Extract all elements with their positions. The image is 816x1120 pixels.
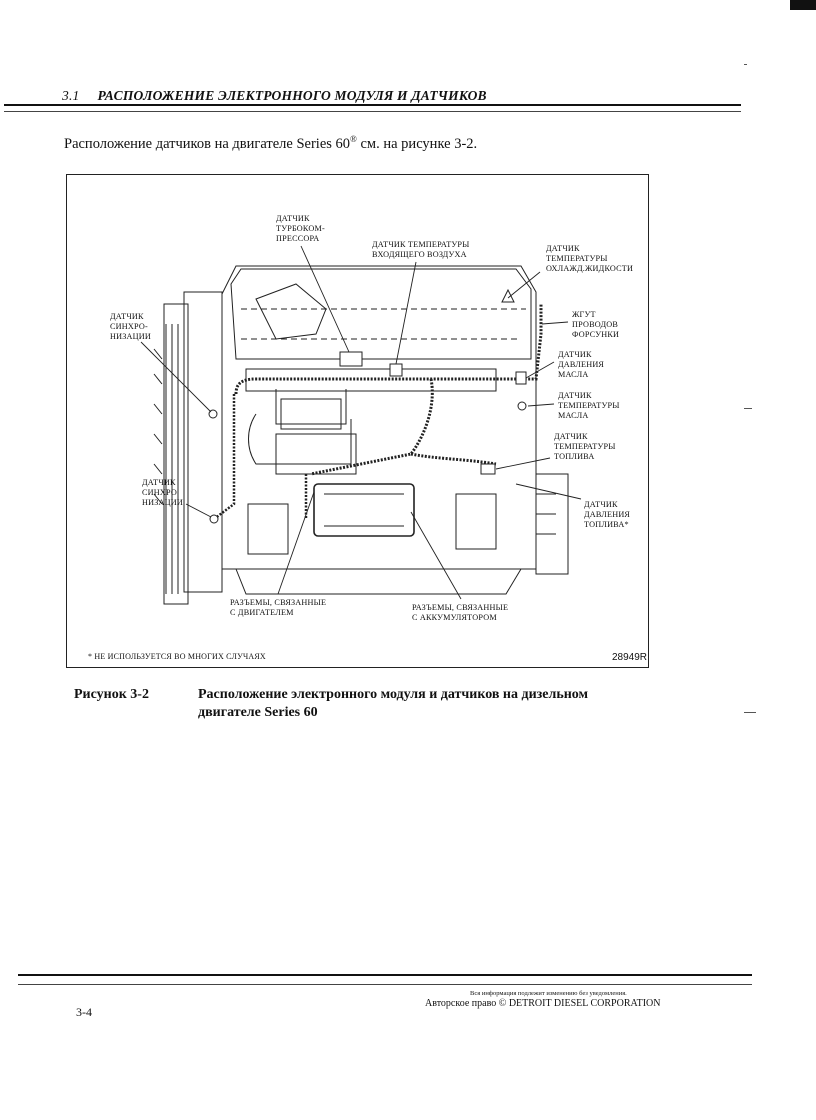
figure-id: 28949R [612, 652, 648, 663]
intro-paragraph: Расположение датчиков на двигателе Serie… [64, 134, 477, 153]
caption-label: Рисунок 3-2 [74, 687, 149, 702]
label-injector-harness: ЖГУТ ПРОВОДОВ ФОРСУНКИ [572, 310, 619, 340]
turbo-sensor-mark [339, 351, 363, 367]
label-line: ПРОВОДОВ [572, 320, 619, 329]
label-coolant-temp-sensor: ДАТЧИК ТЕМПЕРАТУРЫ ОХЛАЖД.ЖИДКОСТИ [546, 244, 633, 274]
scan-corner-mark [790, 0, 816, 10]
label-intake-temp-sensor: ДАТЧИК ТЕМПЕРАТУРЫ ВХОДЯЩЕГО ВОЗДУХА [372, 240, 470, 260]
footer-rule [18, 974, 752, 976]
leader-coolant [507, 271, 541, 299]
sync-sensor-mark-bottom [209, 514, 219, 524]
label-line: ДАТЧИК [558, 391, 592, 400]
label-line: ОХЛАЖД.ЖИДКОСТИ [546, 264, 634, 273]
section-number: 3.1 [62, 88, 80, 103]
footer-rule-thin [18, 984, 752, 985]
page-number: 3-4 [76, 1005, 92, 1019]
fuel-temp-sensor-mark [480, 463, 496, 475]
label-line: ЖГУТ [572, 310, 596, 319]
intro-text: Расположение датчиков на двигателе Serie… [64, 135, 351, 152]
leader-battery-connectors [410, 511, 462, 600]
label-line: ТЕМПЕРАТУРЫ [554, 442, 616, 451]
registered-mark: ® [350, 134, 357, 144]
coolant-temp-sensor-mark [501, 288, 515, 303]
leader-oil-pressure [525, 361, 555, 379]
flywheel-plate [163, 303, 189, 605]
label-line: С ДВИГАТЕЛЕМ [230, 608, 294, 617]
leader-sync-bottom [185, 503, 212, 518]
label-line: МАСЛА [558, 411, 589, 420]
label-oil-pressure-sensor: ДАТЧИК ДАВЛЕНИЯ МАСЛА [558, 350, 604, 380]
leader-intake [395, 261, 417, 365]
leader-turbo [300, 245, 350, 353]
valve-cover [230, 268, 532, 360]
oil-pressure-sensor-mark [515, 371, 527, 385]
label-line: МАСЛА [558, 370, 589, 379]
section-title: 3.1 РАСПОЛОЖЕНИЕ ЭЛЕКТРОННОГО МОДУЛЯ И ДА… [62, 88, 487, 104]
intro-text-tail: см. на рисунке 3-2. [356, 135, 478, 152]
label-line: НИЗАЦИИ [110, 332, 151, 341]
margin-mark [744, 64, 747, 65]
label-fuel-pressure-sensor: ДАТЧИК ДАВЛЕНИЯ ТОПЛИВА* [584, 500, 630, 530]
ecm-module [313, 483, 415, 537]
section-title-text: РАСПОЛОЖЕНИЕ ЭЛЕКТРОННОГО МОДУЛЯ И ДАТЧИ… [97, 88, 487, 103]
label-line: ТЕМПЕРАТУРЫ [546, 254, 608, 263]
wiring-harness [234, 304, 543, 395]
label-line: ПРЕССОРА [276, 234, 320, 243]
label-line: ДАТЧИК [584, 500, 618, 509]
label-line: СИНХРО [142, 488, 177, 497]
label-line: ДАТЧИК ТЕМПЕРАТУРЫ [372, 240, 470, 249]
label-battery-connectors: РАЗЪЕМЫ, СВЯЗАННЫЕ С АККУМУЛЯТОРОМ [412, 603, 508, 623]
label-line: РАЗЪЕМЫ, СВЯЗАННЫЕ [412, 603, 509, 612]
header-rule [4, 104, 741, 106]
leader-harness [541, 321, 569, 325]
oil-pan [235, 568, 522, 595]
label-line: ДАТЧИК [558, 350, 592, 359]
label-line: ДАВЛЕНИЯ [558, 360, 605, 369]
figure-footnote: * НЕ ИСПОЛЬЗУЕТСЯ ВО МНОГИХ СЛУЧАЯХ [88, 652, 266, 661]
leader-oil-temp [527, 403, 555, 407]
label-sync-sensor-top: ДАТЧИК СИНХРО- НИЗАЦИИ [110, 312, 151, 342]
label-line: ДАТЧИК [276, 214, 310, 223]
footer-copyright: Авторское право © DETROIT DIESEL CORPORA… [425, 998, 661, 1009]
air-cooler [280, 398, 342, 430]
label-line: РАЗЪЕМЫ, СВЯЗАННЫЕ [230, 598, 327, 607]
flywheel-housing [183, 291, 223, 593]
label-line: ДАТЧИК [110, 312, 144, 321]
oil-temp-sensor-mark [517, 401, 527, 411]
label-engine-connectors: РАЗЪЕМЫ, СВЯЗАННЫЕ С ДВИГАТЕЛЕМ [230, 598, 326, 618]
label-line: ДАТЧИК [546, 244, 580, 253]
label-fuel-temp-sensor: ДАТЧИК ТЕМПЕРАТУРЫ ТОПЛИВА [554, 432, 616, 462]
leader-fuel-pressure [515, 483, 582, 500]
header-rule-thin [4, 111, 741, 112]
leader-engine-connectors [277, 491, 315, 595]
label-line: НИЗАЦИИ [142, 498, 183, 507]
label-line: ТОПЛИВА* [584, 520, 629, 529]
engine-diagram [140, 245, 582, 605]
caption-text: Расположение электронного модуля и датчи… [198, 687, 589, 720]
label-turbo-sensor: ДАТЧИК ТУРБОКОМ- ПРЕССОРА [276, 214, 325, 244]
label-line: ДАТЧИК [554, 432, 588, 441]
label-line: ВХОДЯЩЕГО ВОЗДУХА [372, 250, 467, 259]
margin-mark [744, 408, 752, 409]
label-line: СИНХРО- [110, 322, 148, 331]
label-line: ДАТЧИК [142, 478, 176, 487]
label-oil-temp-sensor: ДАТЧИК ТЕМПЕРАТУРЫ МАСЛА [558, 391, 620, 421]
label-line: ТОПЛИВА [554, 452, 595, 461]
label-line: ТУРБОКОМ- [276, 224, 325, 233]
label-line: С АККУМУЛЯТОРОМ [412, 613, 497, 622]
label-line: ТЕМПЕРАТУРЫ [558, 401, 620, 410]
label-line: ФОРСУНКИ [572, 330, 620, 339]
margin-mark [744, 712, 756, 713]
intake-temp-sensor-mark [389, 363, 403, 377]
label-line: ДАВЛЕНИЯ [584, 510, 631, 519]
leader-sync-top [140, 341, 212, 413]
leader-fuel-temp [495, 457, 551, 470]
footer-note: Вся информация подлежит изменению без ув… [470, 990, 627, 997]
figure-frame [66, 174, 649, 668]
label-sync-sensor-bottom: ДАТЧИК СИНХРО НИЗАЦИИ [142, 478, 183, 508]
engine-block [221, 265, 537, 570]
